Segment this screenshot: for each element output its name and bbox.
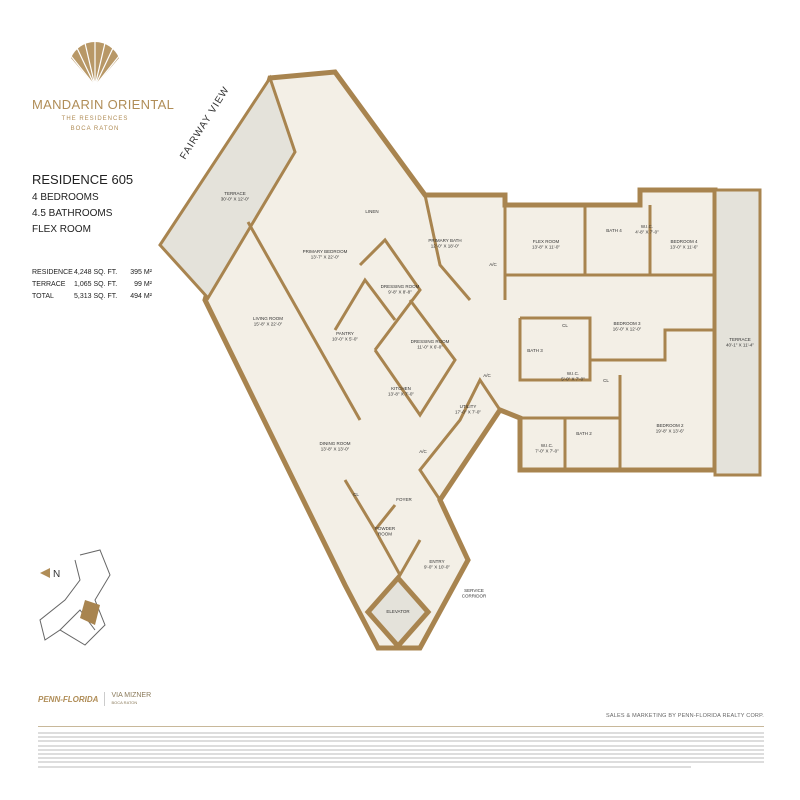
room-label-cl3: CL [353,492,359,497]
key-plan [39,549,111,646]
terrace-east [713,188,762,477]
area-row: TOTAL 5,313 SQ. FT. 494 M² [32,290,152,302]
area-label: RESIDENCE [32,268,73,276]
room-label-ac1: A/C [489,262,497,267]
elevator-shaft [364,574,432,650]
legal-disclaimer [38,732,764,770]
area-sqm: 99 M² [134,280,152,288]
room-label-linen: LINEN [365,209,378,214]
flex-room: FLEX ROOM [32,224,91,235]
area-sqm: 494 M² [130,292,152,300]
room-label-bath3: BATH 3 [527,348,543,353]
bathrooms: 4.5 BATHROOMS [32,208,113,219]
bedrooms: 4 BEDROOMS [32,192,99,203]
fan-logo-icon [70,40,120,87]
area-sqft: 1,065 SQ. FT. [74,280,118,288]
via-mizner-name: VIA MIZNER [111,692,152,699]
brand-line1: THE RESIDENCES [61,116,129,122]
brand-line2: BOCA RATON [70,126,120,132]
north-label: N [53,569,60,580]
sales-credit: SALES & MARKETING BY PENN-FLORIDA REALTY… [606,713,764,719]
area-label: TERRACE [32,280,66,288]
brand-name: MANDARIN ORIENTAL [32,97,175,112]
area-sqft: 5,313 SQ. FT. [74,292,118,300]
room-label-elevator: ELEVATOR [386,609,410,614]
area-row: TERRACE 1,065 SQ. FT. 99 M² [32,278,152,290]
room-label-bath4: BATH 4 [606,228,622,233]
room-label-ac2: A/C [483,373,491,378]
terrace-west [158,74,297,301]
footer-divider [38,726,764,727]
brand-logo: MANDARIN ORIENTAL THE RESIDENCES BOCA RA… [32,40,174,132]
room-label-bath2: BATH 2 [576,431,592,436]
interior-walls [246,194,715,579]
room-label-foyer: FOYER [396,497,412,502]
residence-info: RESIDENCE 605 4 BEDROOMS 4.5 BATHROOMS F… [32,172,133,240]
north-arrow-icon [40,568,50,578]
area-sqm: 395 M² [130,268,152,276]
penn-florida-logo: PENN-FLORIDA [38,694,99,704]
via-mizner-sub: BOCA RATON [111,700,138,705]
room-label-wic3: W.I.C.5'-0" X 7'-0" [561,371,585,382]
area-label: TOTAL [32,292,54,300]
room-label-cl1: CL [562,323,568,328]
room-label-wic2: W.I.C.7'-0" X 7'-0" [535,443,559,454]
residence-title: RESIDENCE 605 [32,172,134,187]
room-label-wic4: W.I.C.4'-8" X 7'-0" [635,224,659,235]
area-sqft: 4,248 SQ. FT. [74,268,118,276]
room-label-cl2: CL [603,378,609,383]
room-label-ac3: A/C [419,449,427,454]
